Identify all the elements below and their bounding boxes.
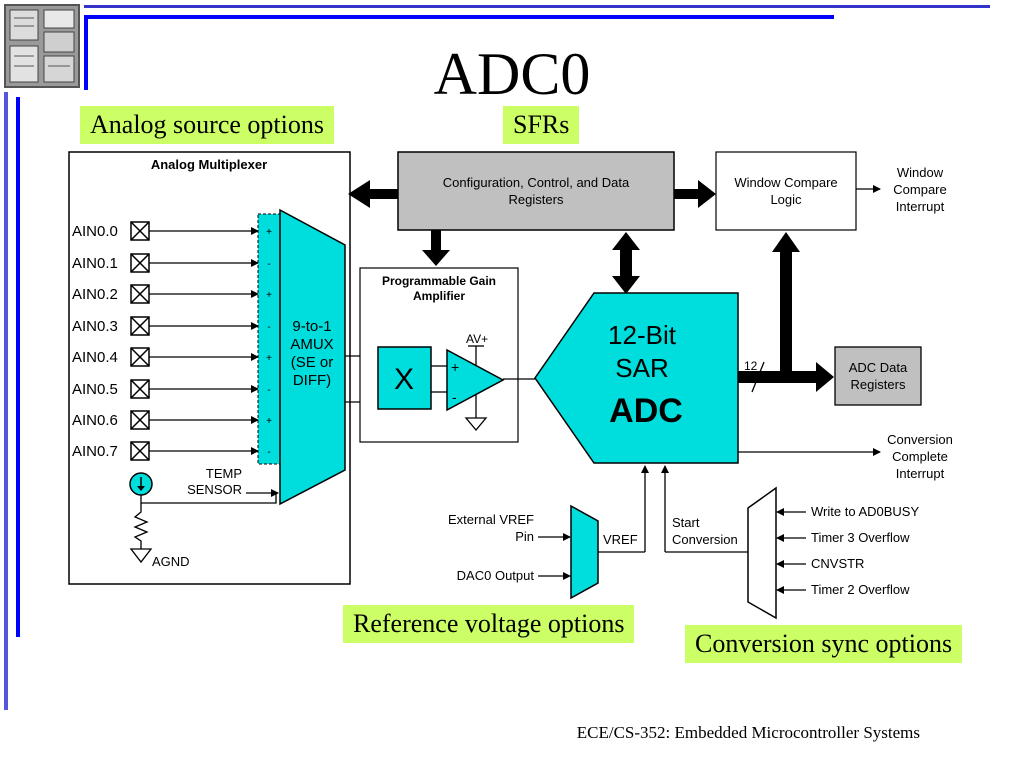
config-registers-line-0: Configuration, Control, and Data <box>443 175 630 190</box>
temp-sensor: TEMP SENSOR AGND <box>129 466 279 569</box>
bus-to-window <box>780 250 792 377</box>
left-rule-long <box>4 92 8 710</box>
chip-die-icon <box>4 4 80 88</box>
pga-title-line-1: Amplifier <box>413 289 465 303</box>
polarity-4: + <box>266 353 272 364</box>
vref-input-line-1: Pin <box>515 529 534 544</box>
amux-block <box>279 208 346 506</box>
input-pin-1: AIN0.1 <box>72 253 259 273</box>
dac-output-label: DAC0 Output <box>457 568 535 583</box>
window-interrupt-line-2: Interrupt <box>896 199 945 214</box>
input-pin-3: AIN0.3 <box>72 316 259 336</box>
adc-data-registers-block <box>834 346 922 406</box>
vref-input-line-0: External VREF <box>448 512 534 527</box>
adc-line-1: SAR <box>615 353 668 383</box>
top-rule-long <box>84 5 990 8</box>
polarity-6: + <box>266 416 272 427</box>
window-interrupt-line-1: Compare <box>893 182 946 197</box>
arrow-config-to-pga <box>422 230 450 266</box>
opamp-plus: + <box>451 359 459 375</box>
polarity-7: - <box>267 447 270 458</box>
input-pin-7: AIN0.7 <box>72 441 259 461</box>
config-registers-block <box>397 151 675 231</box>
sync-source-3: Timer 2 Overflow <box>811 582 910 597</box>
input-label-5: AIN0.5 <box>72 381 118 398</box>
conversion-interrupt-line-1: Complete <box>892 449 948 464</box>
adc-data-registers-line-1: Registers <box>851 377 906 392</box>
input-pin-4: AIN0.4 <box>72 347 259 367</box>
amux-line-2: (SE or <box>291 354 334 371</box>
input-label-4: AIN0.4 <box>72 349 118 366</box>
gain-multiplier-label: X <box>394 363 414 396</box>
callout-reference-voltage: Reference voltage options <box>343 605 635 643</box>
gain-multiplier-block <box>377 346 432 410</box>
left-rule-inner <box>84 15 88 90</box>
adc-block <box>534 292 739 464</box>
arrow-config-to-window <box>674 180 716 208</box>
input-label-3: AIN0.3 <box>72 318 118 335</box>
slide-title: ADC0 <box>433 41 591 107</box>
window-compare-line-1: Logic <box>770 192 802 207</box>
conversion-interrupt-line-2: Interrupt <box>896 466 945 481</box>
input-label-1: AIN0.1 <box>72 255 118 272</box>
arrow-config-adc-bidir <box>612 232 640 294</box>
arrow-config-to-mux <box>348 180 398 208</box>
sync-mux-block <box>747 486 777 620</box>
adc-label-bold: ADC <box>609 392 683 430</box>
ground-icon <box>129 548 153 564</box>
opamp-minus: - <box>452 389 457 405</box>
input-label-0: AIN0.0 <box>72 223 118 240</box>
polarity-column: + - + - + - + - <box>257 213 281 465</box>
adc-data-registers-line-0: ADC Data <box>849 360 908 375</box>
conversion-interrupt-line-0: Conversion <box>887 432 953 447</box>
polarity-5: - <box>267 385 270 396</box>
pga-title-line-0: Programmable Gain <box>382 274 496 288</box>
input-pins: AIN0.0 AIN0.1 AIN0.2 AIN0.3 AIN0.4 AIN0.… <box>72 221 259 461</box>
opamp-icon <box>446 348 505 412</box>
polarity-3: - <box>267 322 270 333</box>
polarity-1: - <box>267 259 270 270</box>
input-label-2: AIN0.2 <box>72 286 118 303</box>
vref-mux-block <box>570 504 599 600</box>
sync-source-0: Write to AD0BUSY <box>811 504 919 519</box>
footer: ECE/CS-352: Embedded Microcontroller Sys… <box>576 723 920 742</box>
avplus-label: AV+ <box>466 332 488 346</box>
callout-analog-source: Analog source options <box>80 106 334 144</box>
amux-line-0: 9-to-1 <box>292 318 331 335</box>
input-label-7: AIN0.7 <box>72 443 118 460</box>
sync-source-1: Timer 3 Overflow <box>811 530 910 545</box>
resistor-icon <box>133 503 149 549</box>
temp-sensor-line-0: TEMP <box>206 466 242 481</box>
start-conversion-line-1: Conversion <box>672 532 738 547</box>
window-interrupt-line-0: Window <box>897 165 944 180</box>
input-pin-2: AIN0.2 <box>72 284 259 304</box>
config-registers-line-1: Registers <box>509 192 564 207</box>
window-compare-line-0: Window Compare <box>734 175 837 190</box>
input-label-6: AIN0.6 <box>72 412 118 429</box>
vref-label: VREF <box>603 532 638 547</box>
start-conversion-line-0: Start <box>672 515 700 530</box>
window-compare-block <box>715 151 857 231</box>
adc-line-0: 12-Bit <box>608 320 677 350</box>
left-rule-short <box>16 97 20 637</box>
callout-sfrs: SFRs <box>503 106 580 144</box>
bus-width-label: 12 <box>744 359 758 373</box>
top-rule-short <box>84 15 834 19</box>
amux-line-1: AMUX <box>290 336 333 353</box>
mux-panel-title: Analog Multiplexer <box>151 157 267 172</box>
callout-conversion-sync: Conversion sync options <box>685 625 963 663</box>
pga-ground-icon <box>464 417 488 432</box>
polarity-0: + <box>266 227 272 238</box>
input-pin-6: AIN0.6 <box>72 410 259 430</box>
temp-sensor-line-1: SENSOR <box>187 482 242 497</box>
agnd-label: AGND <box>152 554 190 569</box>
polarity-2: + <box>266 290 272 301</box>
input-pin-5: AIN0.5 <box>72 379 259 399</box>
input-pin-0: AIN0.0 <box>72 221 259 241</box>
amux-line-3: DIFF) <box>293 372 331 389</box>
sync-source-2: CNVSTR <box>811 556 864 571</box>
